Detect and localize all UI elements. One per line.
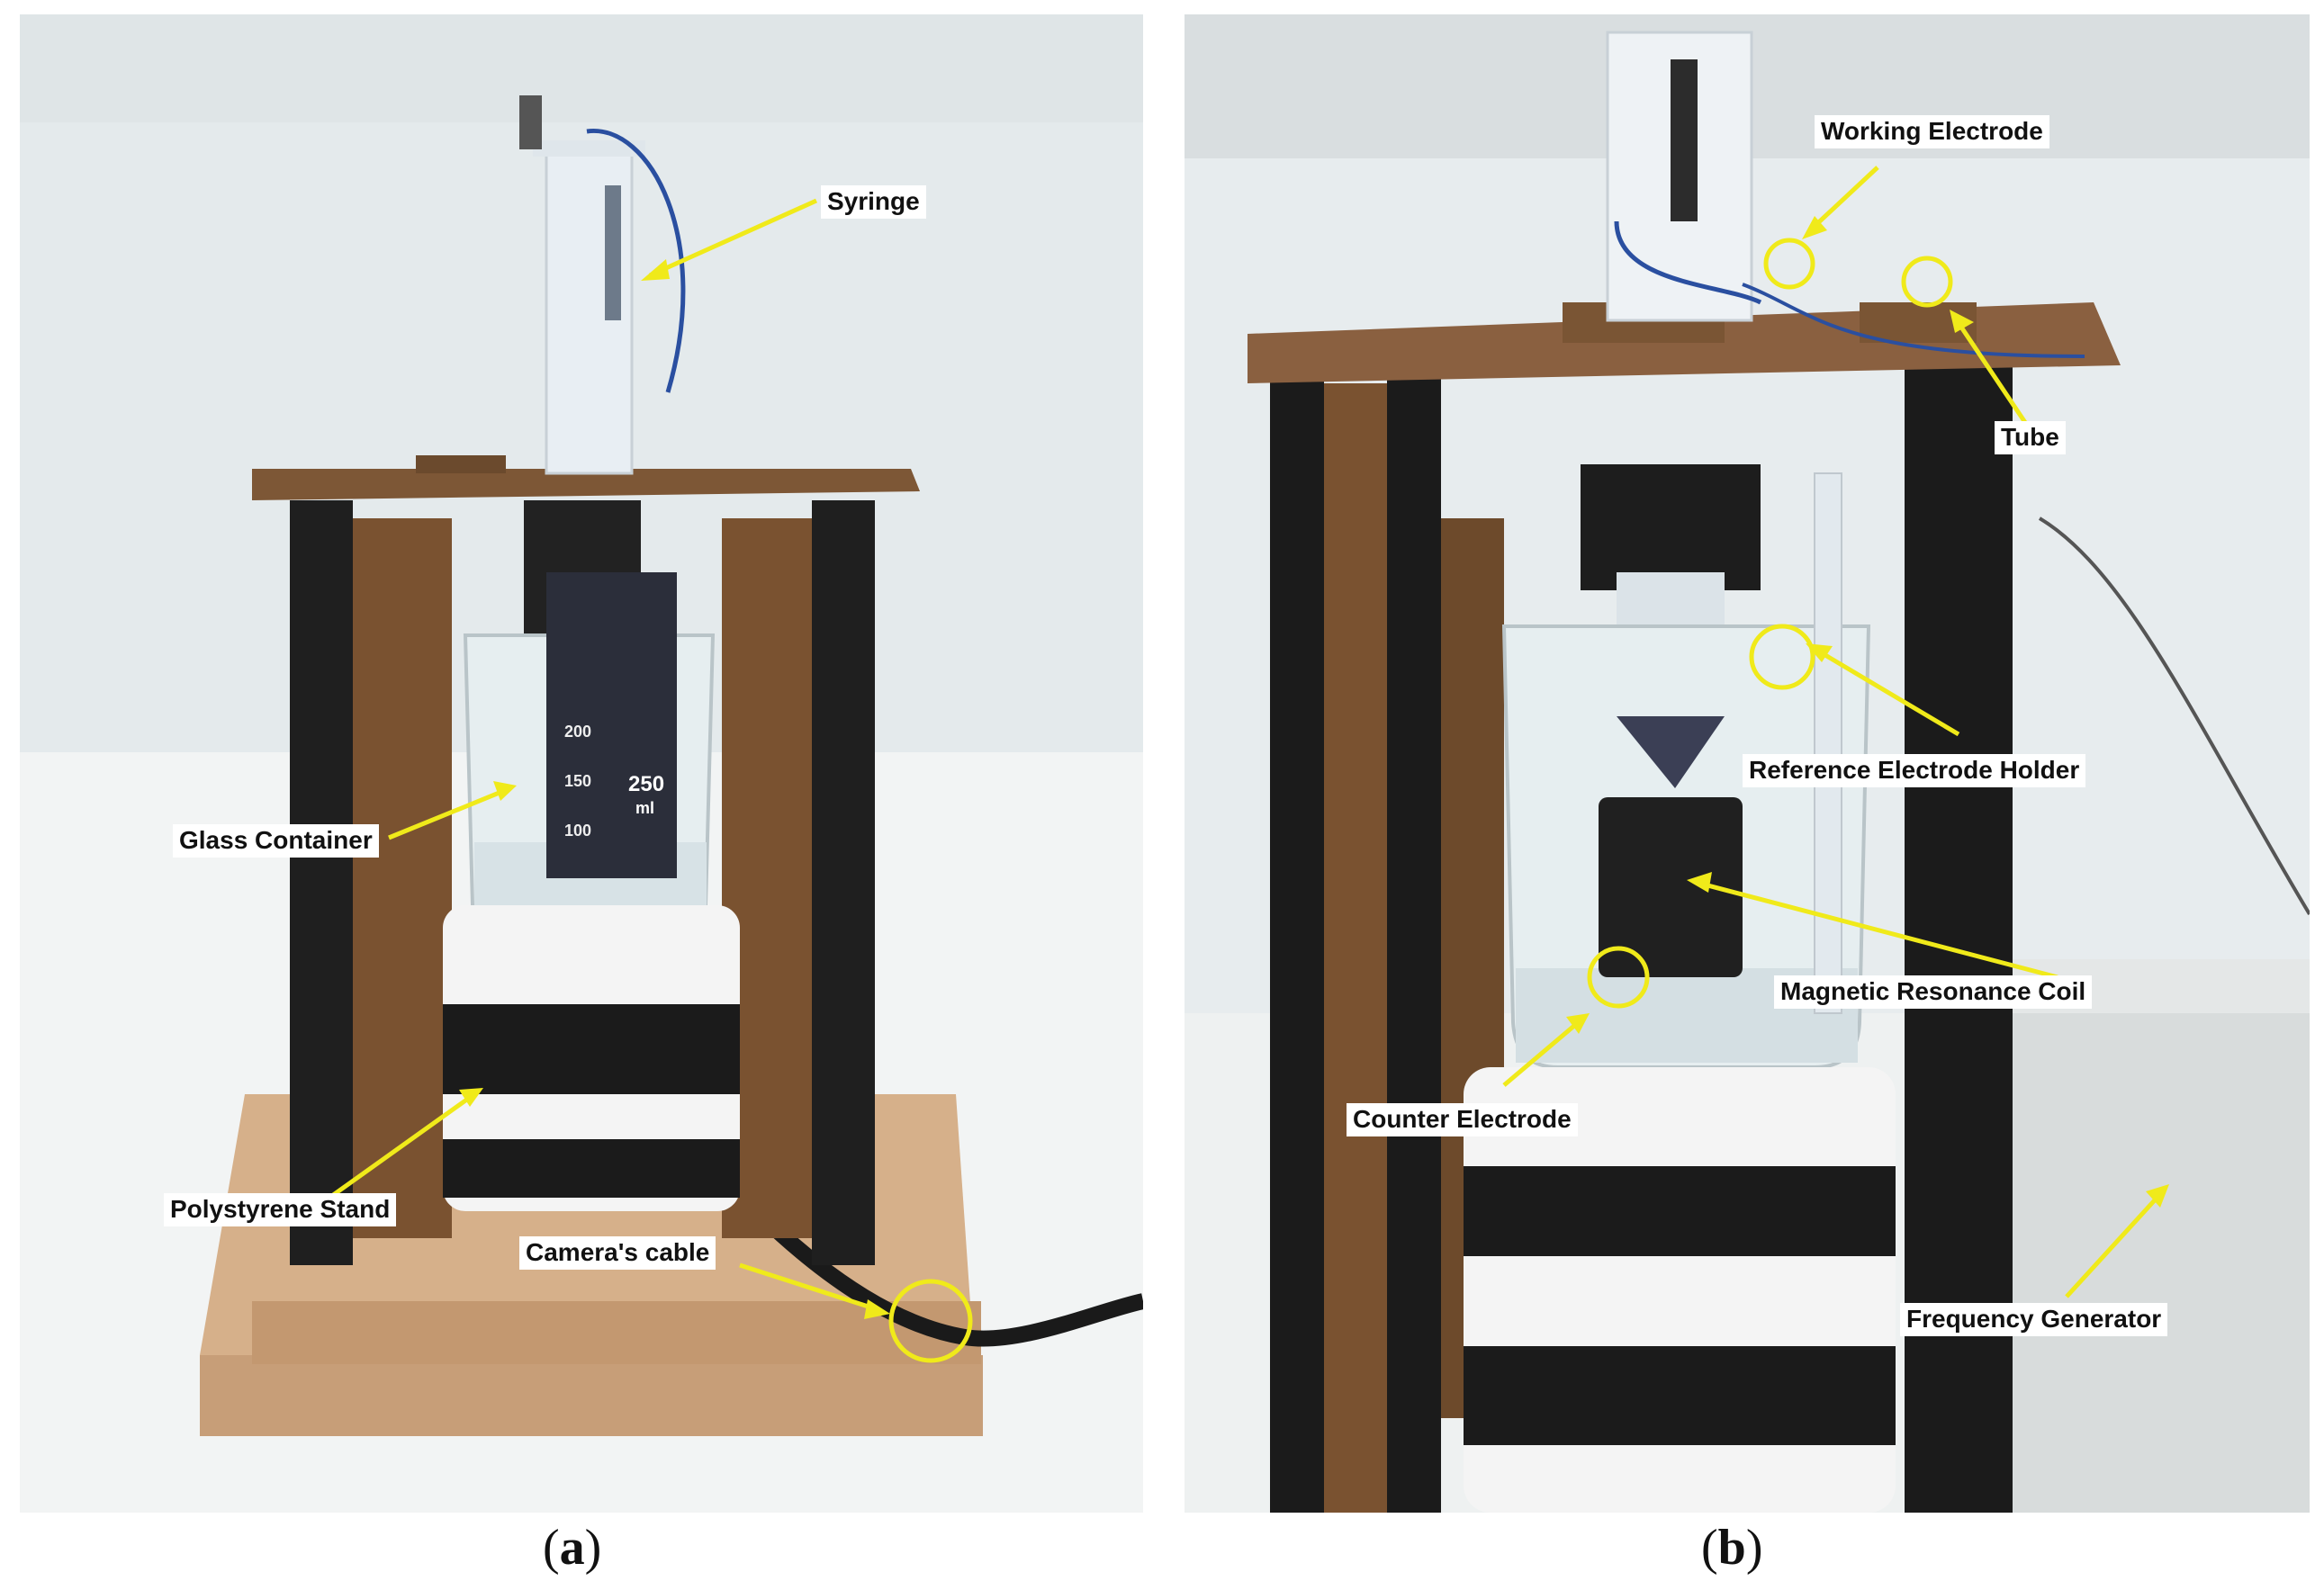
label-reference-electrode-holder: Reference Electrode Holder [1743,754,2086,787]
beaker-unit: ml [635,799,655,817]
camera-cable-arrowhead [864,1299,890,1319]
working-electrode-arrowhead [1802,216,1827,239]
tube-circle [1901,256,1953,308]
glass-container-arrowhead [493,781,517,801]
glass-container-arrow [388,787,507,840]
label-glass-container: Glass Container [173,824,379,858]
counter-electrode-circle [1587,946,1650,1009]
caption-a-letter: a [559,1520,585,1576]
setup-photo-a [20,14,1143,1513]
magnetic-coil-arrowhead [1687,872,1712,893]
reference-electrode-holder-arrow [1813,646,1960,737]
label-magnetic-resonance-coil: Magnetic Resonance Coil [1774,975,2093,1009]
camera-cable-arrow [739,1262,880,1313]
counter-electrode-arrowhead [1566,1013,1590,1034]
syringe-arrowhead [641,259,670,281]
label-tube: Tube [1995,421,2066,454]
annotation-overlay-a [315,198,973,1363]
tube-arrow [1954,319,2029,426]
label-camera-cable: Camera's cable [519,1236,716,1270]
label-working-electrode: Working Electrode [1815,115,2049,148]
beaker-volume: 250 [628,772,665,796]
beaker-mark-200: 200 [564,723,592,741]
working-electrode-arrow [1808,166,1879,232]
caption-b-letter: b [1717,1520,1746,1576]
setup-photo-b [1185,14,2310,1513]
frequency-generator-arrow [2065,1191,2163,1298]
polystyrene-stand-arrowhead [459,1088,483,1107]
caption-b: (b) [1701,1520,1763,1576]
reference-electrode-holder-circle [1749,624,1815,690]
beaker-mark-100: 100 [564,822,592,840]
label-frequency-generator: Frequency Generator [1900,1303,2168,1336]
tube-arrowhead [1950,310,1974,333]
annotation-overlay-b [1502,166,2169,1298]
counter-electrode-arrow [1502,1019,1582,1087]
label-counter-electrode: Counter Electrode [1347,1103,1578,1136]
caption-a: (a) [543,1520,602,1576]
camera-cable-circle [888,1279,973,1363]
photo-panel-b: Working Electrode Tube Reference Electro… [1185,14,2310,1513]
label-polystyrene-stand: Polystyrene Stand [164,1193,397,1226]
working-electrode-circle [1763,238,1815,290]
photo-panel-a: 200 150 100 250 ml Syringe Glass Contain… [20,14,1143,1513]
frequency-generator-arrowhead [2146,1184,2169,1208]
polystyrene-stand-arrow [315,1091,476,1209]
beaker-mark-150: 150 [564,772,592,790]
magnetic-coil-arrow [1697,880,2058,980]
label-syringe: Syringe [821,185,926,219]
syringe-arrow [648,198,818,278]
